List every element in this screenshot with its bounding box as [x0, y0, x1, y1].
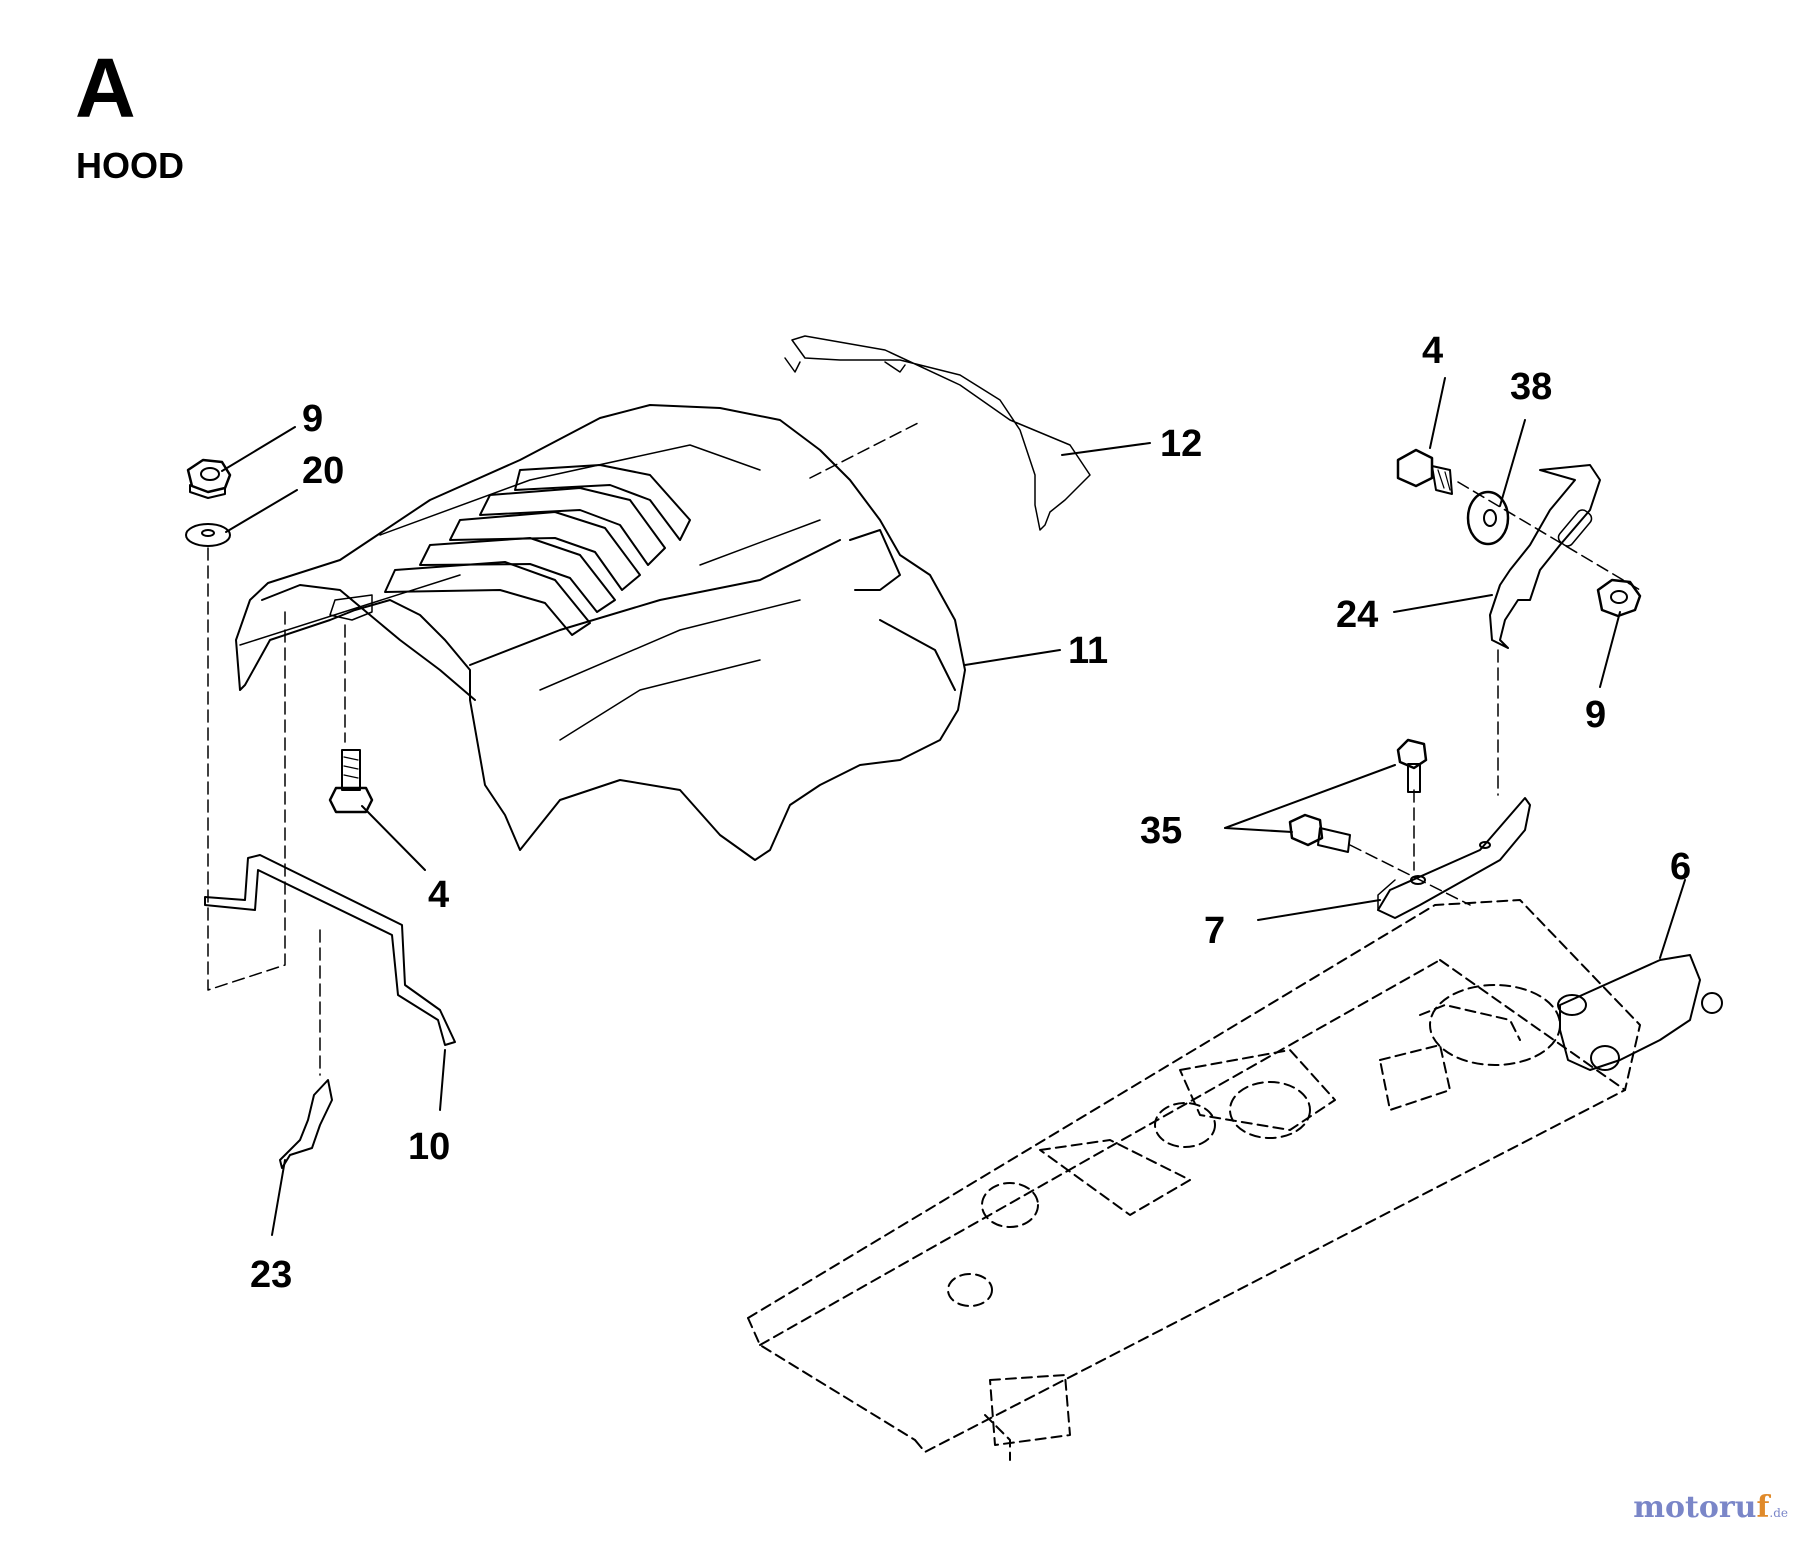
chassis-frame: [747, 899, 1641, 1461]
callout-23-clip: 23: [250, 1254, 293, 1296]
callout-20-washer: 20: [302, 450, 345, 492]
part-4-right-bolt: [1396, 448, 1453, 495]
callout-24-bracket: 24: [1336, 594, 1379, 636]
part-24-bracket: [1489, 464, 1601, 649]
part-23-clip: [279, 1079, 333, 1169]
section-letter: A: [75, 41, 136, 135]
callout-6-front-bracket: 6: [1670, 846, 1692, 888]
part-35-bolts: [1288, 738, 1428, 853]
part-9-right-nut: [1596, 578, 1642, 618]
callout-9-right-nut: 9: [1585, 694, 1607, 736]
watermark-logo: motoruf.de: [1633, 1490, 1788, 1525]
callout-4-left-bolt: 4: [428, 874, 450, 916]
section-title: HOOD: [76, 145, 184, 186]
part-7-bracket: [1377, 797, 1531, 919]
callout-11-hood: 11: [1068, 630, 1109, 672]
part-10-support-rod: [204, 854, 456, 1046]
part-12-trim-strip: [784, 335, 1091, 531]
callout-4-right-bolt: 4: [1422, 330, 1444, 372]
part-38-washer: [1466, 490, 1510, 546]
part-9-left-nut: [186, 458, 232, 499]
part-11-hood: [235, 404, 966, 861]
assembly-guide-lines: [207, 421, 1641, 1076]
callout-10-support-rod: 10: [408, 1126, 451, 1168]
callout-35-bolts: 35: [1140, 810, 1183, 852]
leader-lines: [221, 377, 1686, 1236]
callout-12-trim-strip: 12: [1160, 423, 1203, 465]
part-4-left-bolt: [328, 749, 374, 814]
part-20-washer: [185, 523, 231, 547]
part-6-front-bracket: [1557, 954, 1723, 1071]
callout-9-left-nut: 9: [302, 398, 324, 440]
callout-7-bracket: 7: [1204, 910, 1226, 952]
callout-38-washer: 38: [1510, 366, 1553, 408]
